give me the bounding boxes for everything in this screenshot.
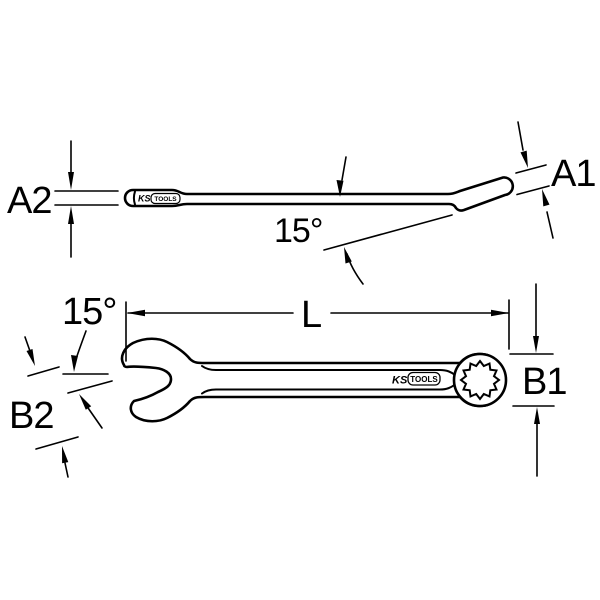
l-arrowhead-right-icon xyxy=(491,309,509,317)
angle-annotation-plan: 15° xyxy=(62,291,117,429)
b1-arrowhead-up-icon xyxy=(534,407,540,424)
logo-tools-box xyxy=(407,371,441,386)
side-view: KS TOOLS A2 15° xyxy=(7,121,596,285)
logo-tools-box xyxy=(150,192,181,205)
angle-arrow-line-upper xyxy=(341,156,347,181)
b2-extension-line-lower xyxy=(35,436,79,450)
dimension-l: L xyxy=(125,294,510,362)
angle-annotation-side: 15° xyxy=(274,156,453,285)
logo-tools-text: TOOLS xyxy=(154,196,177,203)
angle-label-side: 15° xyxy=(274,212,322,250)
a1-extension-line-upper xyxy=(515,164,547,174)
logo-ks-text: KS xyxy=(138,194,151,204)
b2-extension-line-upper xyxy=(27,366,60,377)
logo-tools-text: TOOLS xyxy=(410,375,438,384)
ring-end-outer-circle xyxy=(452,352,508,408)
angle-arrowhead-down-icon xyxy=(71,355,78,372)
angle-reference-line xyxy=(323,214,453,251)
dimension-label-a2: A2 xyxy=(7,180,51,222)
a1-arrow-line-upper xyxy=(517,121,524,151)
dimension-a1: A1 xyxy=(515,121,596,239)
angle-arrow-line-lower xyxy=(85,404,103,429)
l-arrowhead-left-icon xyxy=(127,309,145,317)
a2-arrowhead-down-icon xyxy=(68,172,74,190)
shaft-panel-line-bottom xyxy=(201,383,456,395)
angle-jaw-axis-line xyxy=(67,380,113,394)
plan-view: KS TOOLS L 15° xyxy=(9,283,567,478)
b2-arrowhead-up-icon xyxy=(62,446,69,464)
logo-ks-text: KS xyxy=(392,375,408,387)
angle-arrowhead-up-icon xyxy=(344,247,352,264)
wrench-logo: KS TOOLS xyxy=(138,192,181,205)
b2-arrowhead-down-icon xyxy=(26,349,35,366)
angle-leader-line xyxy=(75,330,87,360)
angle-arrowhead-up-icon xyxy=(79,394,92,410)
angle-arrowhead-down-icon xyxy=(336,180,344,197)
shaft-panel-line-top xyxy=(201,365,456,376)
dimension-b1: B1 xyxy=(509,283,567,477)
angle-label-plan: 15° xyxy=(62,291,116,333)
ring-end-12-point-profile xyxy=(459,359,501,401)
side-view-wrench-outline xyxy=(123,176,515,212)
dimension-label-l: L xyxy=(301,294,321,336)
plan-view-wrench-outline xyxy=(120,337,507,423)
dimension-a2: A2 xyxy=(7,140,119,258)
a1-arrow-line-lower xyxy=(546,211,554,239)
dimension-label-a1: A1 xyxy=(551,153,595,195)
a1-arrowhead-up-icon xyxy=(542,189,550,207)
a2-arrowhead-up-icon xyxy=(68,206,74,224)
b1-arrowhead-down-icon xyxy=(533,336,539,353)
dimension-label-b2: B2 xyxy=(9,395,53,437)
dimension-b2: B2 xyxy=(9,336,79,478)
a1-extension-line-lower xyxy=(516,185,550,196)
wrench-logo: KS TOOLS xyxy=(392,371,441,387)
b2-arrow-line-lower xyxy=(64,462,69,478)
handle-chamfer-line xyxy=(132,190,136,206)
a1-arrowhead-down-icon xyxy=(520,150,528,168)
dimension-label-b1: B1 xyxy=(522,361,566,403)
